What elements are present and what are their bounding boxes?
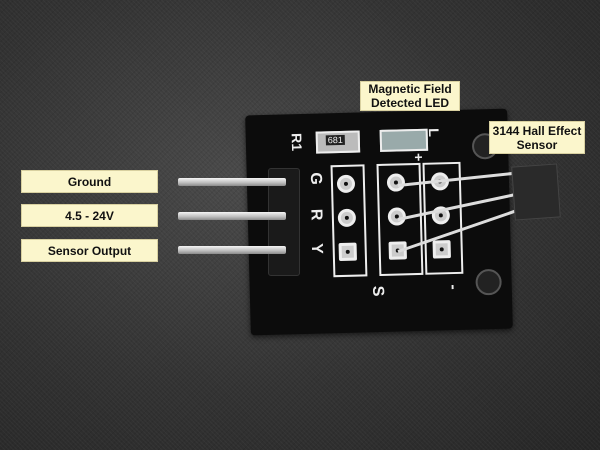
pad xyxy=(338,242,358,262)
pin-header xyxy=(268,168,300,276)
silk-g: G xyxy=(306,172,325,186)
label-sensor: 3144 Hall Effect Sensor xyxy=(489,121,585,154)
label-led: Magnetic Field Detected LED xyxy=(360,81,460,111)
silk-l: L xyxy=(425,128,443,138)
pad xyxy=(432,240,451,259)
label-sensor-output: Sensor Output xyxy=(21,239,158,262)
resistor-code: 681 xyxy=(325,134,346,146)
hall-effect-sensor xyxy=(511,163,561,221)
pin-voltage xyxy=(178,212,286,220)
silk-r: R xyxy=(307,208,325,221)
silk-minus: - xyxy=(444,284,462,290)
pin-output xyxy=(178,246,286,254)
silk-s: S xyxy=(369,285,387,297)
label-voltage: 4.5 - 24V xyxy=(21,204,158,227)
silk-y: Y xyxy=(307,243,326,255)
pin-ground xyxy=(178,178,286,186)
resistor-r1: 681 xyxy=(315,130,361,154)
mounting-hole-bottom xyxy=(475,268,502,296)
label-ground: Ground xyxy=(21,170,158,193)
silk-r1: R1 xyxy=(288,132,306,152)
